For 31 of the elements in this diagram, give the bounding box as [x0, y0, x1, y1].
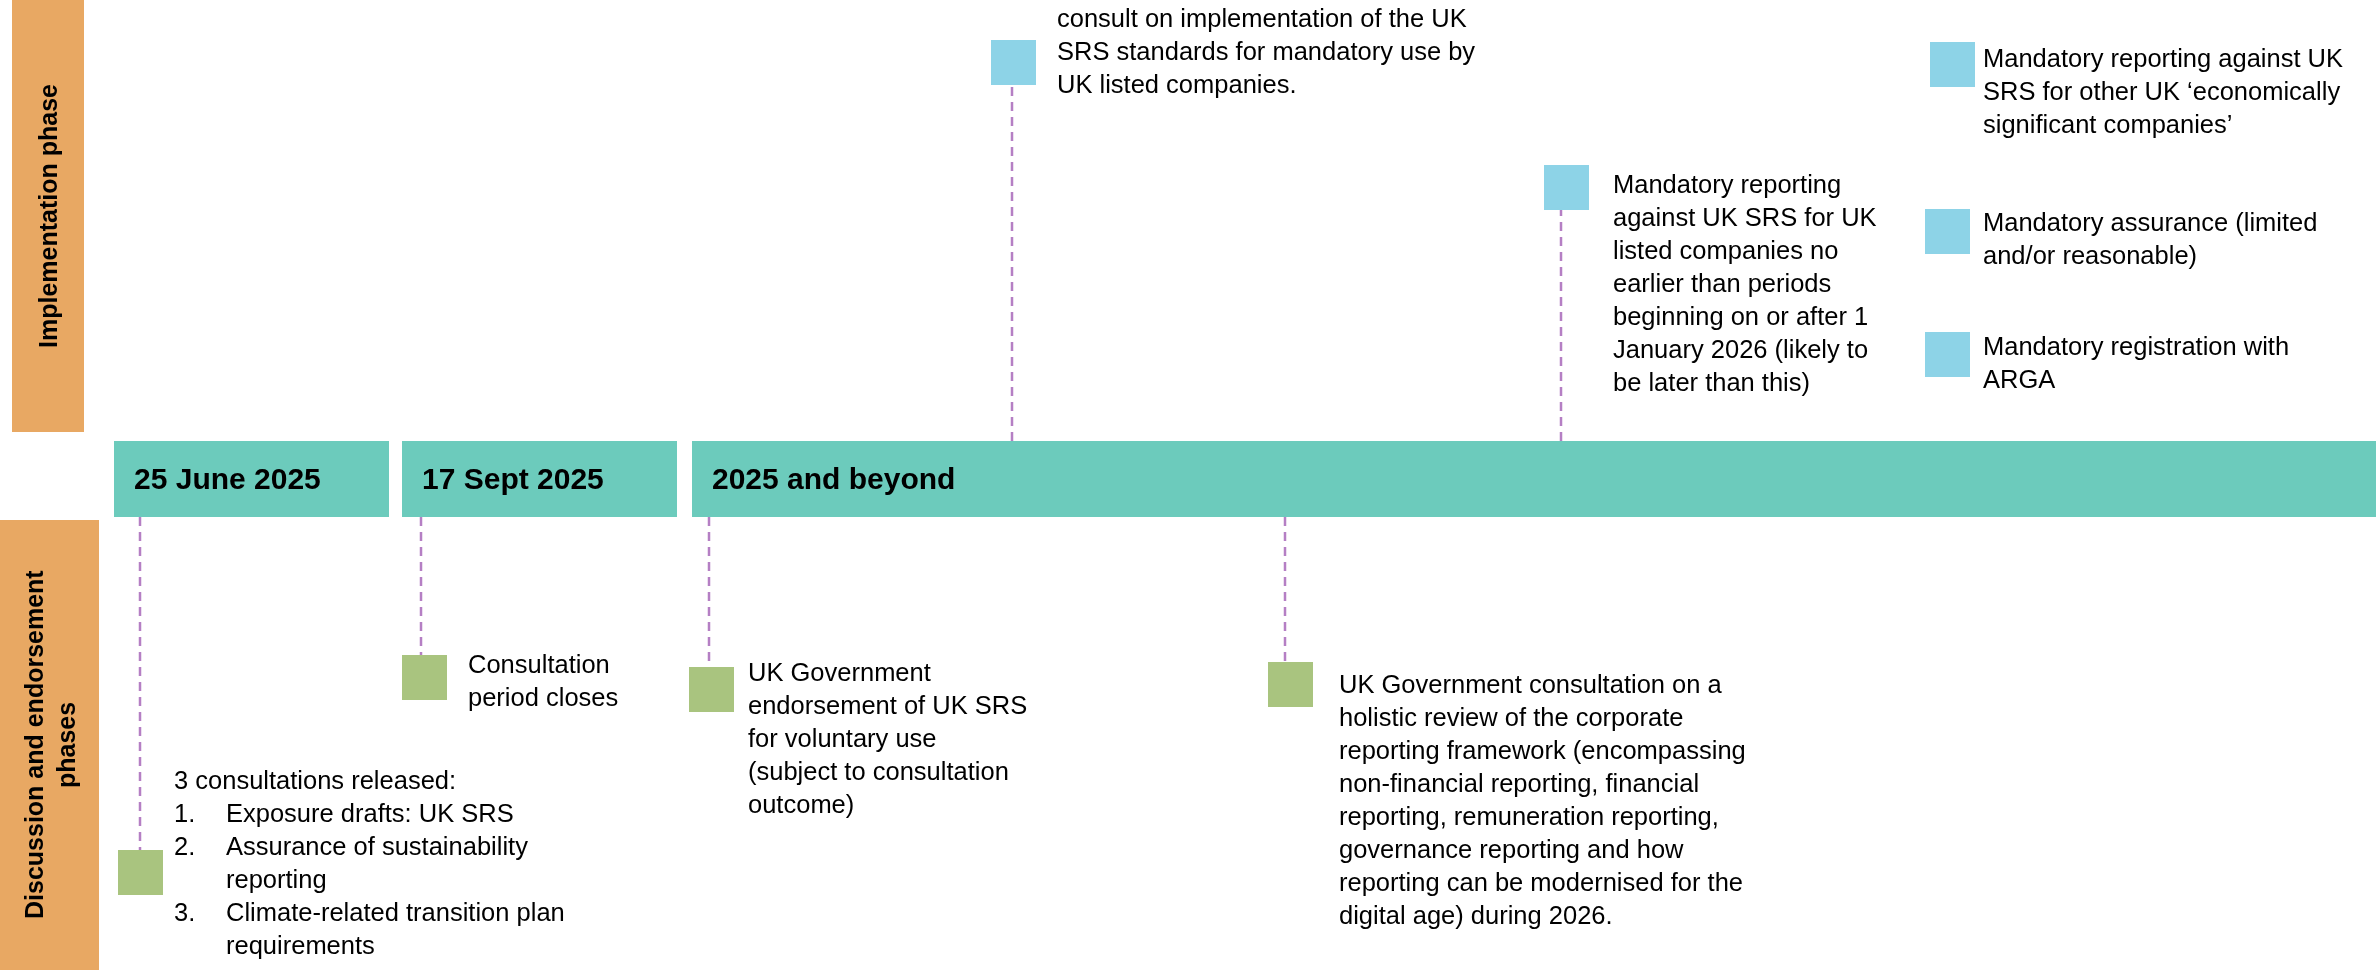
list-item: 3. Climate-related transition plan requirements [174, 897, 566, 961]
dashed-connector [419, 517, 423, 655]
event-description: UK Government endorsement of UK SRS for voluntary use (subject to consultation outcome) [748, 657, 1028, 820]
milestone-square [689, 667, 734, 712]
phase-band: Implementation phase [12, 0, 84, 432]
event-description: consult on implementation of the UK SRS standards for mandatory use by UK listed companies. [1057, 3, 1477, 100]
event-description: Consultation period closes [468, 649, 620, 713]
dashed-connector [138, 517, 142, 850]
milestone-square [118, 850, 163, 895]
dashed-connector [1559, 210, 1563, 441]
date-bar: 2025 and beyond [692, 441, 2376, 517]
event-description: Mandatory registration with ARGA [1983, 331, 2291, 395]
event-description: Mandatory reporting against UK SRS for other UK ‘economically significant companies’ [1983, 43, 2345, 140]
list-item: 1. Exposure drafts: UK SRS [174, 798, 515, 829]
event-description: UK Government consultation on a holistic review of the corporate reporting framework (encompassing non-financial reporting, financial reporting, remuneration reporting, governance reporting and how reporting can be modernised for the digital age) during 2026. [1339, 669, 1747, 931]
event-description: Mandatory reporting against UK SRS for UK listed companies no earlier than periods beginning on or after 1 January 2026 (likely to be later than this) [1613, 169, 1878, 398]
phase-band: Discussion and endorsement phases [0, 520, 99, 970]
milestone-square [1930, 42, 1975, 87]
event-description: 3 consultations released: [174, 765, 458, 796]
milestone-square [1544, 165, 1589, 210]
milestone-square [991, 40, 1036, 85]
dashed-connector [1010, 85, 1014, 441]
milestone-square [1925, 332, 1970, 377]
milestone-square [1268, 662, 1313, 707]
list-item: 2. Assurance of sustainability reporting [174, 831, 529, 895]
milestone-square [1925, 209, 1970, 254]
date-bar: 17 Sept 2025 [402, 441, 677, 517]
dashed-connector [1283, 517, 1287, 662]
event-description: Mandatory assurance (limited and/or reasonable) [1983, 207, 2319, 271]
milestone-square [402, 655, 447, 700]
date-bar: 25 June 2025 [114, 441, 389, 517]
